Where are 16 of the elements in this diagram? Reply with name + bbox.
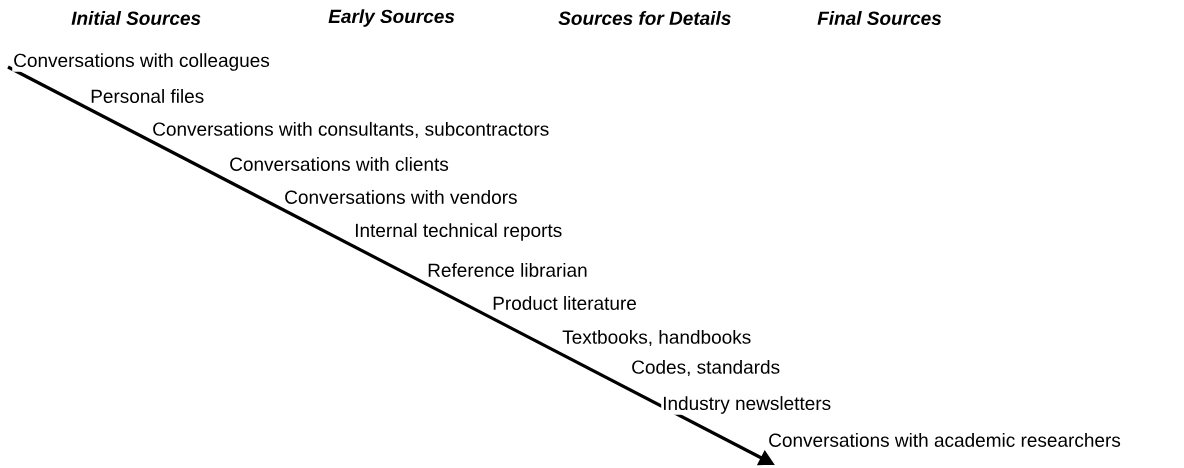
source-label: Conversations with clients	[228, 156, 450, 172]
column-heading: Final Sources	[816, 10, 943, 26]
column-heading: Sources for Details	[557, 10, 733, 26]
source-label: Internal technical reports	[353, 222, 564, 242]
source-label: Textbooks, handbooks	[561, 328, 753, 348]
source-label: Conversations with academic researchers	[767, 432, 1122, 448]
source-label: Product literature	[491, 295, 638, 311]
column-heading: Initial Sources	[70, 10, 203, 26]
source-label: Reference librarian	[426, 262, 589, 278]
column-heading: Early Sources	[327, 8, 456, 28]
source-label: Conversations with consultants, subcontractors	[151, 120, 551, 140]
source-label: Codes, standards	[630, 358, 782, 378]
source-label: Conversations with vendors	[283, 189, 519, 205]
source-label: Personal files	[89, 88, 206, 104]
source-label: Industry newsletters	[661, 395, 833, 415]
source-label: Conversations with colleagues	[12, 52, 271, 72]
